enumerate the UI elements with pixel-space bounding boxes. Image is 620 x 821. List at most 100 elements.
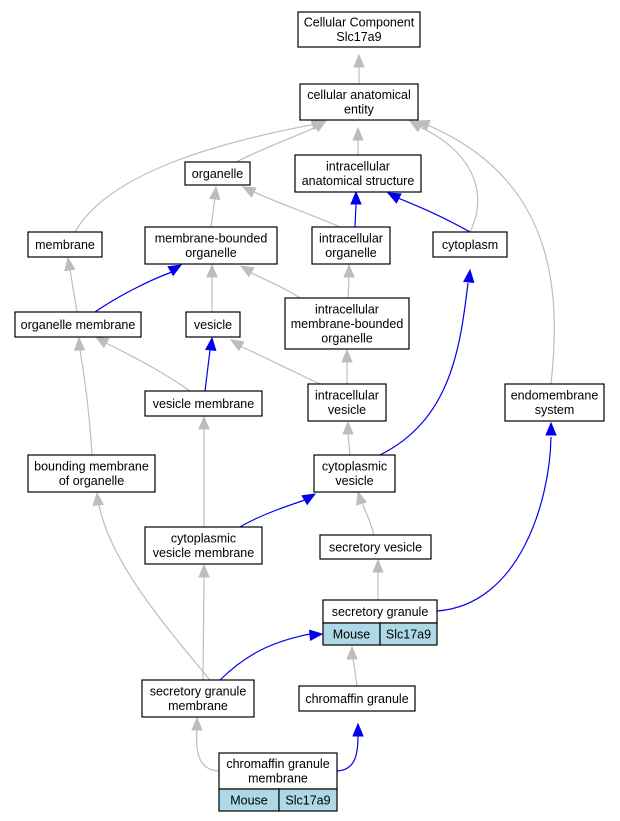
edge-vm-om — [94, 336, 191, 392]
node-label: secretory granule — [332, 605, 429, 619]
node-label: intracellular — [315, 389, 379, 403]
edge-iv-vesicle — [229, 339, 321, 385]
node-label: endomembrane — [511, 389, 599, 403]
annotation-species: Mouse — [230, 794, 268, 808]
node-label: system — [535, 403, 575, 417]
node-label: cytoplasmic — [171, 532, 236, 546]
annotation-gene: Slc17a9 — [386, 628, 431, 642]
edge-sgm-bmo — [92, 491, 211, 681]
node-sv[interactable]: secretory vesicle — [319, 534, 432, 560]
edges — [64, 53, 557, 772]
edge-om-membrane — [64, 256, 78, 313]
node-label: Cellular Component — [304, 16, 415, 30]
annotation-gene: Slc17a9 — [285, 794, 330, 808]
node-box — [504, 383, 605, 422]
edge-ias-cae — [352, 126, 364, 155]
node-box — [311, 226, 391, 265]
annotation-gene-cell — [278, 788, 338, 812]
node-box — [218, 752, 338, 790]
node-membrane[interactable]: membrane — [27, 231, 103, 258]
edge-cv-cytoplasm — [379, 268, 475, 456]
node-box — [144, 526, 263, 565]
node-box — [27, 454, 156, 493]
node-box — [297, 11, 421, 48]
edge-cytoplasm-ias — [386, 192, 471, 233]
edge-es-cae — [415, 119, 555, 385]
node-label: membrane-bounded — [291, 317, 404, 331]
node-om[interactable]: organelle membrane — [14, 311, 142, 338]
node-box — [14, 311, 142, 338]
edge-io-ias — [350, 190, 362, 228]
edge-iv-imbo — [341, 348, 353, 384]
edge-cvm-cv — [239, 493, 317, 528]
edge-sg-sv — [372, 558, 384, 600]
edge-vm-vesicle — [204, 336, 217, 392]
edge-cae-root — [353, 53, 365, 84]
node-box — [185, 311, 241, 338]
node-label: vesicle membrane — [153, 397, 254, 411]
node-cytoplasm[interactable]: cytoplasm — [432, 231, 508, 258]
edge-io-organelle — [241, 186, 341, 228]
node-box — [184, 161, 251, 186]
node-label: intracellular — [315, 302, 379, 316]
node-label: membrane — [168, 699, 228, 713]
node-vesicle[interactable]: vesicle — [185, 311, 241, 338]
node-label: of organelle — [59, 474, 124, 488]
annotation-species: Mouse — [333, 628, 371, 642]
edge-vesicle-mbo — [206, 263, 218, 312]
node-label: membrane — [248, 772, 308, 786]
node-label: secretory granule — [150, 685, 247, 699]
node-label: Slc17a9 — [336, 30, 381, 44]
node-box — [144, 226, 278, 265]
node-label: membrane-bounded — [155, 232, 268, 246]
node-box — [144, 390, 263, 417]
edge-sg-es — [436, 421, 557, 612]
node-box — [307, 383, 387, 422]
node-label: intracellular — [326, 160, 390, 174]
annotation-gene-cell — [379, 622, 438, 646]
node-label: vesicle — [335, 474, 373, 488]
node-box — [284, 297, 410, 350]
node-box — [141, 679, 255, 718]
edge-cgm-sgm — [191, 716, 220, 772]
edge-sgm-sg — [219, 629, 324, 681]
node-label: intracellular — [319, 232, 383, 246]
node-box — [27, 231, 103, 258]
node-box — [294, 154, 422, 193]
node-label: entity — [344, 103, 375, 117]
edge-om-mbo — [94, 264, 183, 313]
node-cg[interactable]: chromaffin granule — [298, 685, 416, 712]
node-label: chromaffin granule — [226, 757, 329, 771]
node-box — [313, 454, 396, 493]
edge-cgm-cg — [336, 722, 364, 772]
node-label: organelle — [185, 246, 236, 260]
node-label: vesicle — [328, 403, 366, 417]
node-label: cytoplasm — [442, 238, 498, 252]
node-label: cytoplasmic — [322, 460, 387, 474]
node-label: cellular anatomical — [307, 88, 411, 102]
node-vm[interactable]: vesicle membrane — [144, 390, 263, 417]
node-label: chromaffin granule — [305, 692, 408, 706]
node-label: membrane — [35, 238, 95, 252]
node-box — [319, 534, 432, 560]
edge-imbo-io — [343, 263, 355, 299]
edge-cvm-vm — [198, 415, 210, 527]
node-organelle[interactable]: organelle — [184, 161, 251, 186]
node-label: secretory vesicle — [329, 540, 422, 554]
node-label: vesicle membrane — [153, 546, 254, 560]
